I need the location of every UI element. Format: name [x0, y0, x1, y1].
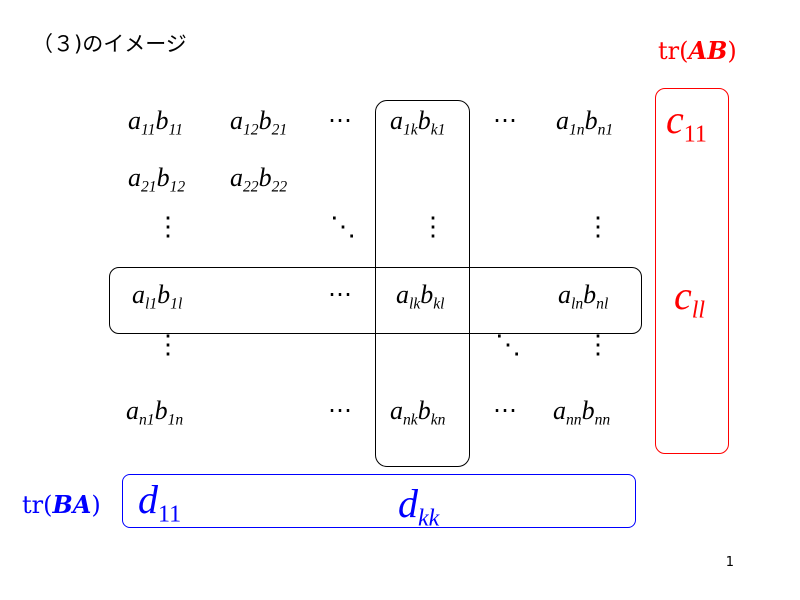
- cdots: ⋯: [493, 396, 517, 424]
- c-diagonal-box: [655, 88, 729, 454]
- dkk-term: dkk: [398, 481, 440, 532]
- matrix-term: a22b22: [230, 163, 288, 196]
- cdots: ⋯: [328, 106, 352, 134]
- trace-ab-suffix: ): [727, 37, 737, 65]
- matrix-term: a11b11: [128, 106, 183, 139]
- ddots: ⋱: [330, 212, 356, 242]
- trace-ba-suffix: ): [91, 491, 101, 519]
- cdots: ⋯: [328, 396, 352, 424]
- matrix-term: a1kbk1: [390, 106, 446, 139]
- column-k-box: [375, 100, 470, 467]
- matrix-term: ankbkn: [390, 396, 446, 429]
- cll-term: cll: [674, 273, 706, 324]
- matrix-term: alkbkl: [396, 280, 445, 313]
- matrix-term: al1b1l: [132, 280, 183, 313]
- matrix-term: an1b1n: [126, 396, 184, 429]
- c11-term: c11: [666, 97, 707, 148]
- vdots: ⋮: [155, 330, 181, 360]
- matrix-term: annbnn: [553, 396, 611, 429]
- vdots: ⋮: [155, 212, 181, 242]
- row-l-box: [109, 267, 642, 334]
- vdots: ⋮: [585, 212, 611, 242]
- ddots: ⋱: [495, 330, 521, 360]
- matrix-term: a12b21: [230, 106, 288, 139]
- trace-ba-prefix: tr(: [22, 491, 53, 519]
- cdots: ⋯: [493, 106, 517, 134]
- trace-ab-bold: AB: [688, 36, 728, 65]
- trace-ab-label: tr(AB): [658, 36, 737, 65]
- d-diagonal-box: [122, 474, 636, 528]
- trace-ab-prefix: tr(: [658, 37, 689, 65]
- matrix-term: a1nbn1: [556, 106, 614, 139]
- page-number: 1: [725, 555, 734, 570]
- matrix-term: a21b12: [128, 163, 186, 196]
- cdots: ⋯: [328, 280, 352, 308]
- matrix-term: alnbnl: [558, 280, 609, 313]
- trace-ba-bold: BA: [52, 490, 92, 519]
- vdots: ⋮: [420, 212, 446, 242]
- d11-term: d11: [138, 477, 182, 528]
- slide-title: （３)のイメージ: [32, 32, 187, 56]
- trace-ba-label: tr(BA): [22, 490, 101, 519]
- vdots: ⋮: [585, 330, 611, 360]
